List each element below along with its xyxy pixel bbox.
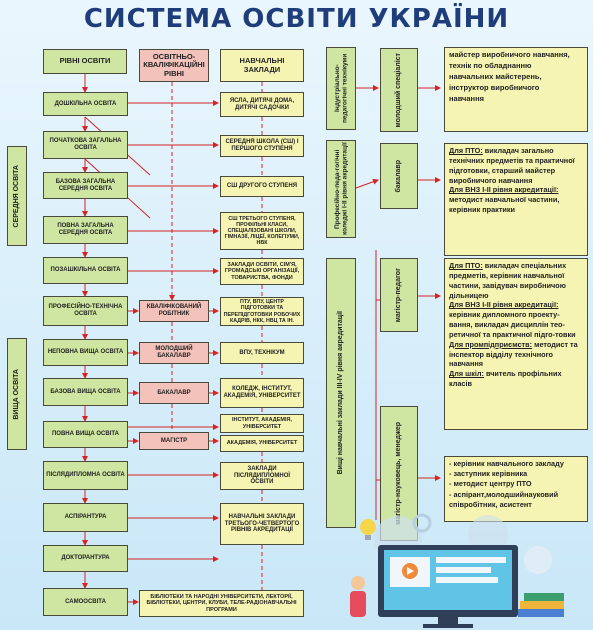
qual-bachelor: БАКАЛАВР <box>139 382 209 404</box>
inst-school-1: СЕРЕДНЯ ШКОЛА (СШ) І ПЕРШОГО СТУПЕНЯ <box>220 135 304 157</box>
person-icon <box>350 576 366 617</box>
inst-higher-3-4: Вищі навчальні заклади ІІІ-ІV рівня акре… <box>326 258 356 528</box>
side-label-higher: ВИЩА ОСВІТА <box>7 338 27 450</box>
level-doctorantura: ДОКТОРАНТУРА <box>43 545 128 572</box>
roles-master-pedagogue: Для ПТО: викладач спеціальних предметів,… <box>444 258 588 430</box>
qual-skilled-worker: КВАЛІФІКОВАНИЙ РОБІТНИК <box>139 300 209 322</box>
level-extracurricular: ПОЗАШКІЛЬНА ОСВІТА <box>43 257 128 284</box>
level-self-education: САМООСВІТА <box>43 588 128 616</box>
level-preschool: ДОШКІЛЬНА ОСВІТА <box>43 92 128 116</box>
education-illustration <box>350 513 564 628</box>
inst-libraries: БІБЛІОТЕКИ ТА НАРОДНІ УНІВЕРСИТЕТИ, ЛЕКТ… <box>139 590 304 617</box>
inst-industrial-technikums: Індустріально-педагогічні технікуми <box>326 47 356 130</box>
roles-master-researcher: - керівник навчального закладу - заступн… <box>444 456 588 522</box>
roles-junior-specialist: майстер виробничого навчання, технік по … <box>444 47 588 132</box>
inst-extracurricular: ЗАКЛАДИ ОСВІТИ, СІМ'Я, ГРОМАДСЬКІ ОРГАНІ… <box>220 258 304 285</box>
level-primary: ПОЧАТКОВА ЗАГАЛЬНА ОСВІТА <box>43 131 128 159</box>
gear-icon <box>412 513 432 533</box>
level-aspirantura: АСПІРАНТУРА <box>43 503 128 532</box>
inst-accredited-3-4: НАВЧАЛЬНІ ЗАКЛАДИ ТРЕТЬОГО-ЧЕТВЕРТОГО РІ… <box>220 503 304 545</box>
lightbulb-icon <box>360 519 376 540</box>
level-basic-secondary: БАЗОВА ЗАГАЛЬНА СЕРЕДНЯ ОСВІТА <box>43 172 128 199</box>
level-incomplete-higher: НЕПОВНА ВИЩА ОСВІТА <box>43 339 128 366</box>
level-vocational: ПРОФЕСІЙНО-ТЕХНІЧНА ОСВІТА <box>43 296 128 326</box>
qual-junior-bachelor: МОЛОДШИЙ БАКАЛАВР <box>139 342 209 364</box>
inst-technikum: ВПУ, ТЕХНІКУМ <box>220 342 304 364</box>
level-postgraduate: ПІСЛЯДИПЛОМНА ОСВІТА <box>43 461 128 490</box>
page-title: СИСТЕМА ОСВІТИ УКРАЇНИ <box>83 4 510 34</box>
inst-kindergarten: ЯСЛА, ДИТЯЧІ ДОМА, ДИТЯЧІ САДОЧКИ <box>220 92 304 117</box>
qual-master: МАГІСТР <box>139 432 209 450</box>
level-full-secondary: ПОВНА ЗАГАЛЬНА СЕРЕДНЯ ОСВІТА <box>43 216 128 244</box>
level-full-higher: ПОВНА ВИЩА ОСВІТА <box>43 421 128 448</box>
degree-bachelor: бакалавр <box>380 143 418 209</box>
degree-master-pedagogue: магістр-педагог <box>380 258 418 332</box>
header-qualification: ОСВІТНЬО-КВАЛІФІКАЦІЙНІ РІВНІ <box>139 49 209 82</box>
header-levels: РІВНІ ОСВІТИ <box>43 49 127 74</box>
inst-school-3: СШ ТРЕТЬОГО СТУПЕНЯ, ПРОФІЛЬНІ КЛАСИ, СП… <box>220 212 304 250</box>
inst-vocational: ПТУ, ВПУ, ЦЕНТР ПІДГОТОВКИ ТА ПЕРЕПІДГОТ… <box>220 297 304 326</box>
side-label-secondary: СЕРЕДНЯ ОСВІТА <box>7 146 27 246</box>
header-institutions: НАВЧАЛЬНІ ЗАКЛАДИ <box>220 49 304 82</box>
roles-bachelor: Для ПТО: викладач загально технічних пре… <box>444 143 588 256</box>
book-stack-icon <box>518 593 564 617</box>
inst-school-2: СШ ДРУГОГО СТУПЕНЯ <box>220 176 304 197</box>
inst-college: КОЛЕДЖ, ІНСТИТУТ, АКАДЕМІЯ, УНІВЕРСИТЕТ <box>220 378 304 408</box>
inst-academy: АКАДЕМІЯ, УНІВЕРСИТЕТ <box>220 435 304 452</box>
degree-junior-specialist: молодший спеціаліст <box>380 48 418 132</box>
inst-ped-colleges: Професійно-педа-гогічні коледжі І-ІІ рів… <box>326 140 356 238</box>
inst-postgraduate: ЗАКЛАДИ ПІСЛЯДИПЛОМНОЇ ОСВІТИ <box>220 462 304 490</box>
inst-institute: ІНСТИТУТ, АКАДЕМІЯ, УНІВЕРСИТЕТ <box>220 414 304 433</box>
level-basic-higher: БАЗОВА ВИЩА ОСВІТА <box>43 378 128 406</box>
